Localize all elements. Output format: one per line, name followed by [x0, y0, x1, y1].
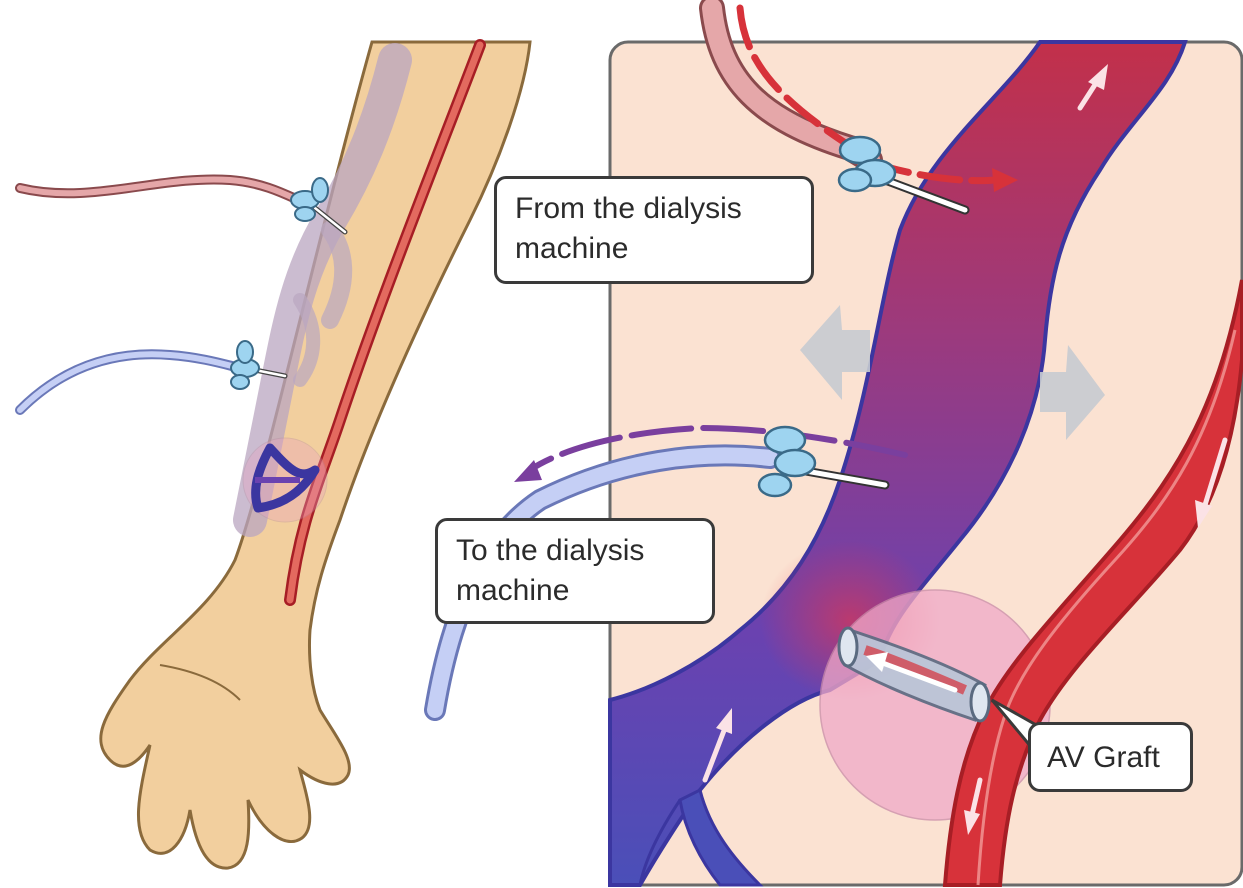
- arm-illustration: [20, 42, 530, 868]
- callout-from-dialysis-machine: From the dialysis machine: [494, 176, 814, 284]
- callout-to-line1: To the dialysis: [456, 531, 694, 571]
- callout-to-dialysis-machine: To the dialysis machine: [435, 518, 715, 624]
- callout-av-graft-label: AV Graft: [1047, 738, 1174, 778]
- callout-av-graft: AV Graft: [1028, 722, 1193, 792]
- callout-from-line2: machine: [515, 229, 793, 269]
- callout-to-line2: machine: [456, 571, 694, 611]
- callout-from-line1: From the dialysis: [515, 189, 793, 229]
